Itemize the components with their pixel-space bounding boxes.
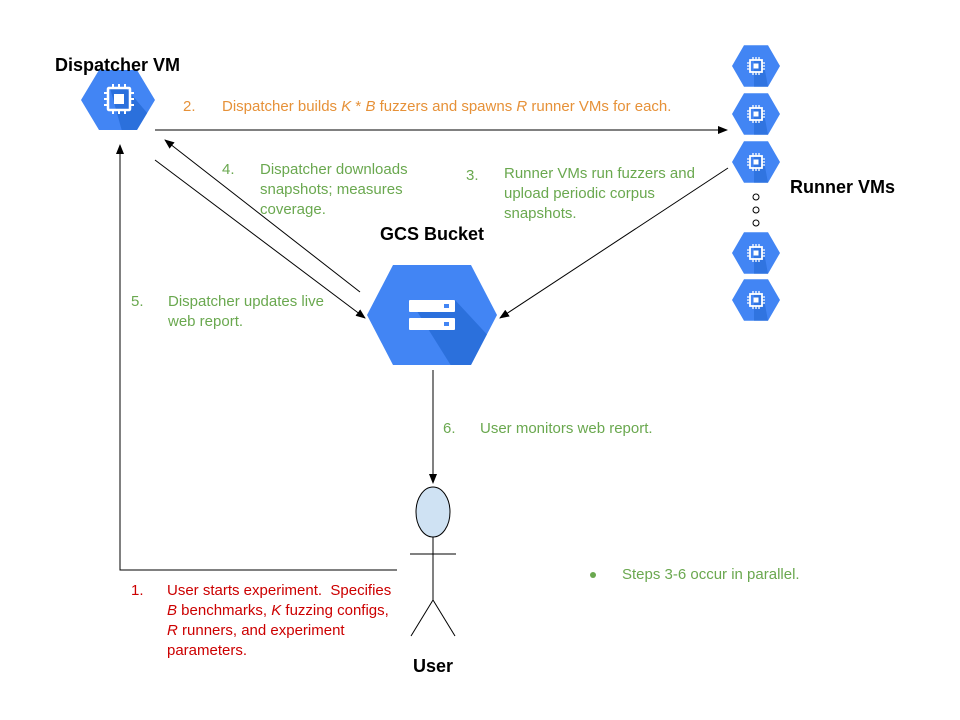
step-3-line-1: Runner VMs run fuzzers and — [504, 165, 695, 182]
arrow-gcs-to-dispatcher — [164, 139, 361, 293]
runner-vm-icon — [732, 93, 780, 135]
parallel-note: Steps 3-6 occur in parallel. — [622, 566, 800, 583]
step-2-number: 2. — [183, 98, 196, 115]
step-1-line-4: parameters. — [167, 642, 248, 659]
connectors — [116, 126, 729, 571]
step-1-line-3-rest: runners, and experiment — [177, 622, 345, 639]
step-6-text: User monitors web report. — [480, 420, 653, 437]
step-3-number: 3. — [466, 167, 479, 184]
step-1-k: K — [271, 602, 282, 619]
arrow-runners-to-gcs — [499, 167, 729, 319]
step-2-star: * — [351, 98, 366, 115]
step-2-r: R — [516, 98, 528, 115]
step-2-k: K — [341, 98, 352, 115]
dispatcher-vm-icon — [81, 70, 155, 130]
step-3-text: Runner VMs run fuzzers and upload period… — [504, 164, 695, 224]
step-4-line-3: coverage. — [260, 201, 326, 218]
step-2-b: B — [365, 98, 376, 115]
step-2-mid: fuzzers and spawns — [375, 98, 517, 115]
step-4-number: 4. — [222, 161, 235, 178]
user-stick-figure-icon — [410, 486, 456, 637]
step-3-line-2: upload periodic corpus — [504, 185, 655, 202]
step-1-line-2-tail: fuzzing configs, — [281, 602, 389, 619]
step-4-line-2: snapshots; measures — [260, 181, 403, 198]
gcs-bucket-icon — [367, 265, 497, 365]
step-1-r: R — [167, 622, 178, 639]
step-5-line-1: Dispatcher updates live — [168, 293, 324, 310]
runner-vm-icon — [732, 141, 780, 183]
arrow-user-to-dispatcher — [116, 144, 397, 571]
step-3-line-3: snapshots. — [504, 205, 577, 222]
step-1-line-3: R runners, and experiment — [167, 621, 391, 641]
step-4-text: Dispatcher downloads snapshots; measures… — [260, 160, 408, 220]
runner-vm-icon — [732, 279, 780, 321]
step-2-text: Dispatcher builds K * B fuzzers and spaw… — [222, 97, 671, 117]
step-1-line-2: B benchmarks, K fuzzing configs, — [167, 601, 391, 621]
step-1-text: User starts experiment. Specifies B benc… — [167, 581, 391, 661]
step-4-line-1: Dispatcher downloads — [260, 161, 408, 178]
user-label: User — [413, 656, 454, 676]
gcs-bucket-label: GCS Bucket — [380, 224, 485, 244]
step-1-number: 1. — [131, 582, 144, 599]
step-1-line-2-rest: benchmarks, — [177, 602, 272, 619]
step-5-text: Dispatcher updates live web report. — [168, 292, 324, 332]
note-bullet — [590, 572, 596, 578]
step-1-line-1: User starts experiment. Specifies — [167, 582, 392, 599]
runner-vms-stack — [732, 45, 780, 321]
arrow-dispatcher-to-gcs — [154, 159, 366, 319]
runner-vm-icon — [732, 232, 780, 274]
dispatcher-vm-label: Dispatcher VM — [55, 55, 181, 75]
step-1-b: B — [167, 602, 178, 619]
runner-ellipsis-dots — [752, 193, 760, 227]
runner-vm-icon — [732, 45, 780, 87]
step-5-number: 5. — [131, 293, 144, 310]
step-2-pre: Dispatcher builds — [222, 98, 342, 115]
step-2-post: runner VMs for each. — [527, 98, 672, 115]
step-6-number: 6. — [443, 420, 456, 437]
runner-vms-label: Runner VMs — [790, 177, 896, 197]
step-5-line-2: web report. — [168, 313, 244, 330]
